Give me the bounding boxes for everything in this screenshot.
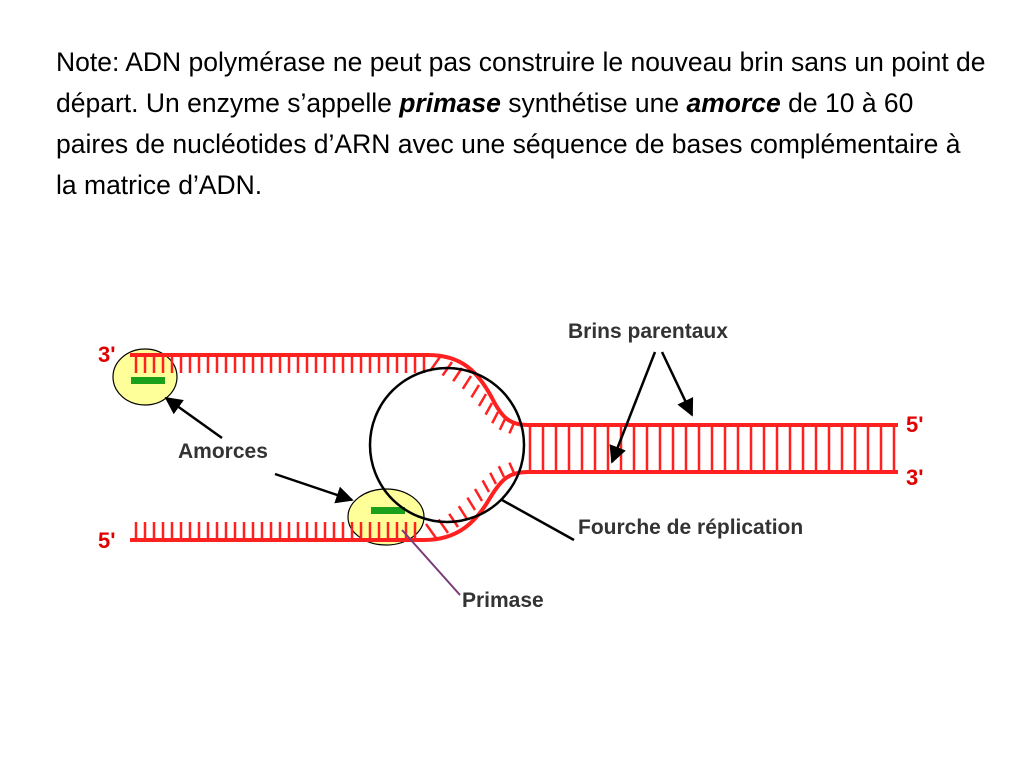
label-3prime-bottom-right: 3'	[906, 465, 923, 490]
arrow-amorces-to-top-primer	[164, 396, 223, 440]
label-fourche-replication: Fourche de réplication	[578, 516, 803, 539]
primer-bottom	[371, 507, 405, 514]
rung-fork-top	[484, 402, 494, 416]
rung-fork-top	[508, 422, 516, 434]
label-3prime-top-left: 3'	[98, 342, 115, 367]
rung-fork-top	[477, 393, 488, 407]
term-primase: primase	[399, 88, 501, 118]
rung-fork-bottom	[457, 505, 469, 520]
line-primase-label	[401, 529, 461, 596]
rung-fork-bottom	[497, 465, 506, 478]
rung-fork-top	[498, 418, 507, 431]
label-brins-parentaux: Brins parentaux	[568, 320, 728, 343]
replication-fork-circle	[368, 366, 526, 524]
primer-top	[131, 377, 165, 384]
rung-fork-top	[470, 384, 481, 399]
bottom-strand-backbone	[130, 470, 898, 542]
base-pair-rungs	[134, 355, 896, 540]
rung-fork-bottom	[466, 496, 477, 511]
rung-fork-top	[491, 411, 500, 424]
rung-fork-bottom	[481, 479, 491, 493]
arrow-brins-to-top	[609, 351, 657, 464]
label-5prime-top-right: 5'	[906, 412, 923, 437]
rung-fork-bottom	[424, 523, 438, 539]
label-primase: Primase	[462, 589, 544, 612]
arrow-brins-to-bottom	[660, 351, 694, 417]
rung-fork-top	[461, 375, 473, 390]
label-5prime-bottom-left: 5'	[98, 528, 115, 553]
note-part-1: Note: ADN polymérase ne peut pas constru…	[56, 47, 986, 118]
rung-fork-bottom	[508, 462, 516, 474]
note-part-2: synthétise une	[500, 88, 687, 118]
top-strand-backbone	[130, 353, 898, 427]
note-part-3: de 10 à 60 paires de nucléotides d’ARN a…	[56, 88, 961, 200]
note-text: Note: ADN polymérase ne peut pas constru…	[56, 42, 986, 206]
term-amorce: amorce	[686, 88, 781, 118]
arrow-amorces-to-bottom-primer	[274, 472, 354, 504]
rung-fork-bottom	[473, 488, 484, 502]
primer-highlight-bottom	[347, 488, 425, 546]
rung-fork-bottom	[448, 513, 460, 528]
label-amorces: Amorces	[178, 440, 268, 463]
line-fork-label	[501, 498, 575, 542]
rung-fork-bottom	[489, 472, 498, 485]
